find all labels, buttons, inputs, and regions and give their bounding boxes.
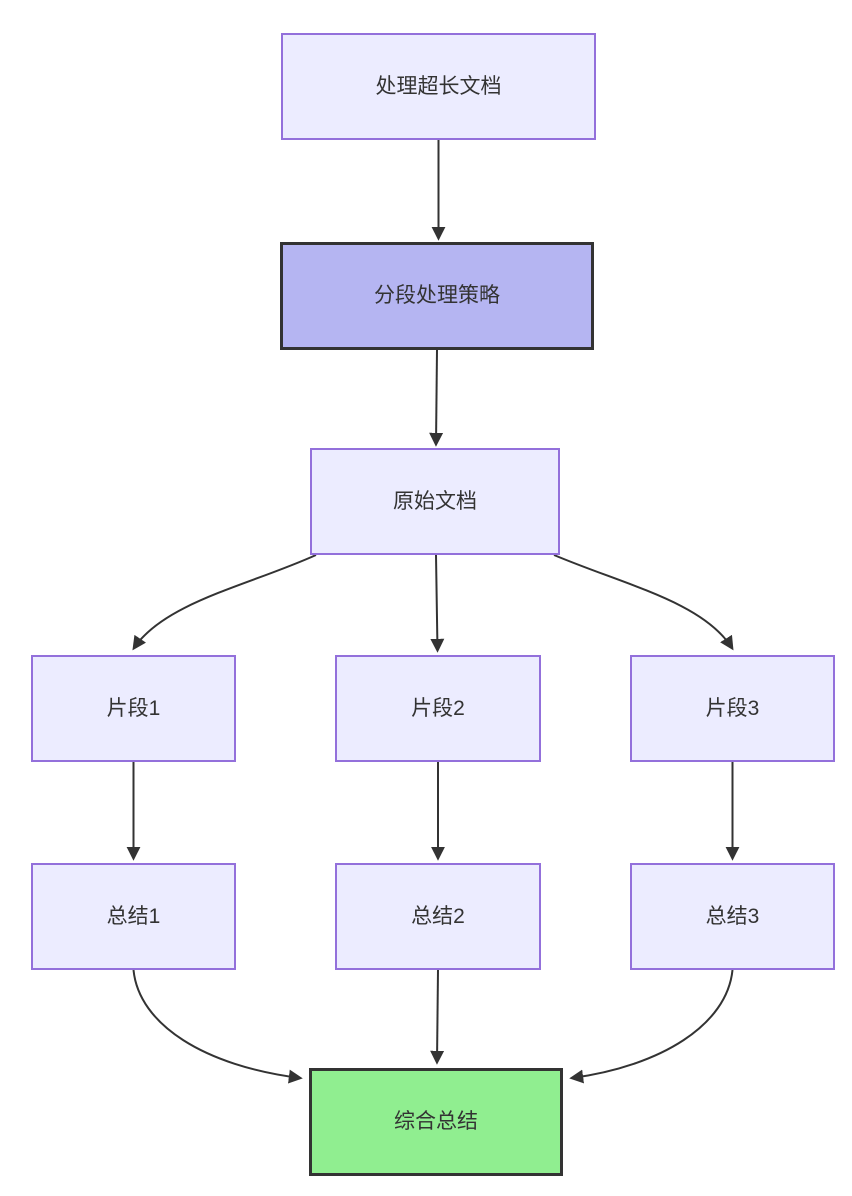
node-label: 分段处理策略 bbox=[374, 284, 500, 308]
node-summary-3: 总结3 bbox=[630, 863, 835, 970]
node-label: 综合总结 bbox=[394, 1110, 478, 1134]
node-label: 片段2 bbox=[411, 696, 465, 720]
node-label: 片段1 bbox=[106, 696, 161, 720]
node-segmentation-strategy: 分段处理策略 bbox=[280, 242, 594, 350]
node-fragment-3: 片段3 bbox=[630, 655, 835, 762]
node-label: 总结2 bbox=[411, 904, 465, 928]
edge-C-D bbox=[132, 554, 317, 651]
edge-G-J bbox=[132, 969, 303, 1084]
node-combined-summary: 综合总结 bbox=[309, 1068, 563, 1176]
node-fragment-1: 片段1 bbox=[31, 655, 236, 762]
node-label: 处理超长文档 bbox=[375, 74, 502, 98]
edge-B-C bbox=[429, 349, 444, 447]
edge-C-E bbox=[430, 554, 445, 653]
node-label: 总结3 bbox=[705, 904, 760, 928]
node-process-long-document: 处理超长文档 bbox=[281, 33, 596, 140]
edge-I-J bbox=[569, 969, 734, 1084]
node-original-document: 原始文档 bbox=[310, 448, 560, 555]
node-label: 原始文档 bbox=[393, 489, 477, 513]
edge-C-F bbox=[553, 554, 734, 651]
node-summary-2: 总结2 bbox=[335, 863, 541, 970]
node-label: 片段3 bbox=[705, 696, 760, 720]
edge-H-J bbox=[430, 969, 445, 1065]
node-summary-1: 总结1 bbox=[31, 863, 236, 970]
node-label: 总结1 bbox=[106, 904, 161, 928]
node-fragment-2: 片段2 bbox=[335, 655, 541, 762]
